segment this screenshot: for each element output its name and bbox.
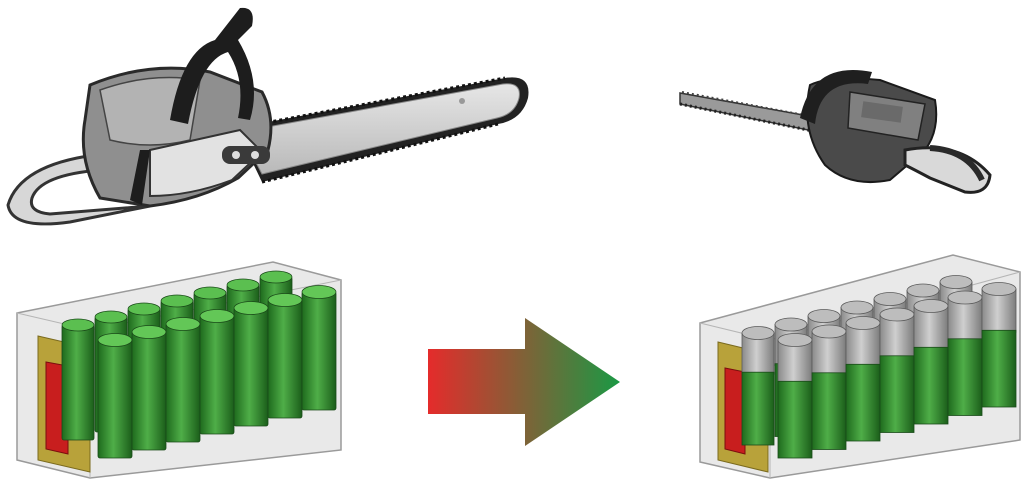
battery-pack-full-icon — [16, 261, 342, 479]
chainsaw-icon — [6, 7, 529, 226]
chainsaw-guide-bar — [236, 76, 529, 184]
battery-cell — [845, 316, 881, 442]
battery-cell — [981, 282, 1017, 408]
transition-arrow-icon — [428, 318, 620, 446]
hedge-trimmer-blade — [679, 91, 821, 134]
battery-cell — [777, 333, 813, 459]
battery-cell — [811, 324, 847, 450]
hedge-trimmer-icon — [679, 69, 992, 194]
battery-cell — [741, 326, 775, 446]
battery-cell — [947, 290, 983, 416]
battery-cells-right — [741, 275, 1017, 459]
chainsaw-front-handle — [170, 7, 254, 124]
battery-cells-left — [61, 270, 337, 459]
battery-cell — [913, 299, 949, 425]
chainsaw-rear-handle — [6, 153, 151, 226]
battery-pack-partial-icon — [699, 254, 1021, 479]
battery-cell — [879, 307, 915, 433]
